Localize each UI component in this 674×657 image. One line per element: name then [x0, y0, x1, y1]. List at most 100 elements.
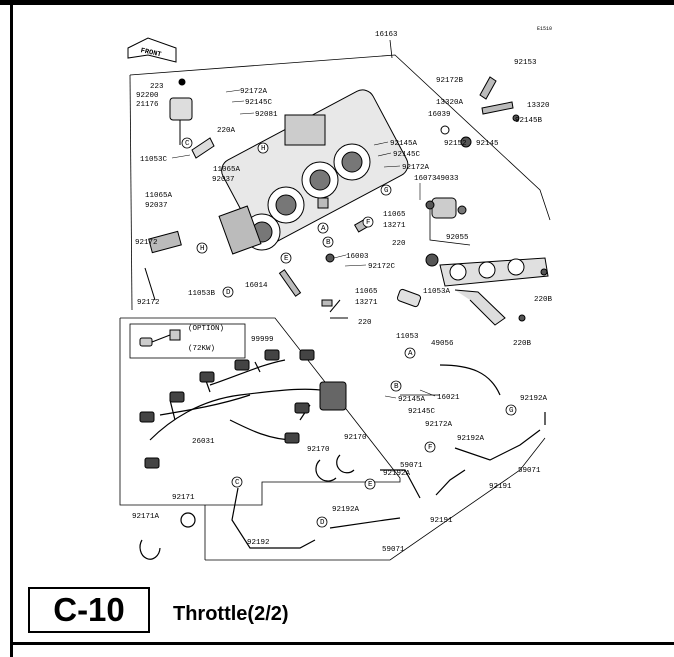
- svg-text:16073: 16073: [414, 175, 437, 183]
- svg-text:92172C: 92172C: [368, 263, 396, 271]
- svg-text:11053C: 11053C: [140, 156, 168, 164]
- svg-text:92170: 92170: [344, 434, 367, 442]
- svg-text:92171A: 92171A: [132, 513, 160, 521]
- svg-text:220A: 220A: [217, 127, 236, 135]
- svg-text:11053A: 11053A: [423, 288, 451, 296]
- svg-text:92172A: 92172A: [402, 164, 430, 172]
- svg-text:92192A: 92192A: [457, 435, 485, 443]
- svg-text:92081: 92081: [255, 111, 278, 119]
- svg-text:16163: 16163: [375, 31, 398, 39]
- svg-text:92192: 92192: [247, 539, 270, 547]
- left-border: [10, 0, 13, 657]
- svg-text:220B: 220B: [534, 296, 553, 304]
- svg-text:92152: 92152: [444, 140, 467, 148]
- svg-text:D: D: [226, 289, 231, 297]
- option-part: [139, 329, 181, 347]
- svg-text:F: F: [428, 444, 433, 452]
- page-title: Throttle(2/2): [173, 603, 289, 625]
- svg-text:92192A: 92192A: [332, 506, 360, 514]
- svg-text:59071: 59071: [400, 462, 423, 470]
- svg-text:59071: 59071: [518, 467, 541, 475]
- svg-text:92145A: 92145A: [390, 140, 418, 148]
- svg-text:92055: 92055: [446, 234, 469, 242]
- svg-text:92037: 92037: [145, 202, 168, 210]
- svg-text:E: E: [368, 481, 373, 489]
- svg-text:A: A: [408, 350, 413, 358]
- section-code: C-10: [53, 591, 125, 628]
- svg-text:223: 223: [150, 83, 164, 91]
- pressure-sensor: [431, 197, 467, 219]
- svg-text:92145C: 92145C: [408, 408, 436, 416]
- figure-id: E1510: [537, 26, 552, 32]
- svg-text:H: H: [261, 145, 266, 153]
- svg-text:(OPTION): (OPTION): [188, 325, 224, 333]
- svg-text:13320: 13320: [527, 102, 550, 110]
- svg-text:92192A: 92192A: [383, 470, 411, 478]
- svg-text:92191: 92191: [489, 483, 512, 491]
- svg-text:13271: 13271: [355, 299, 378, 307]
- svg-text:99999: 99999: [251, 336, 274, 344]
- svg-text:G: G: [509, 407, 514, 415]
- svg-text:92145: 92145: [476, 140, 499, 148]
- top-border: [0, 0, 674, 5]
- svg-text:11065: 11065: [383, 211, 406, 219]
- svg-text:220: 220: [358, 319, 372, 327]
- svg-text:E: E: [284, 255, 289, 263]
- svg-text:D: D: [320, 519, 325, 527]
- svg-text:16014: 16014: [245, 282, 268, 290]
- svg-text:92145A: 92145A: [398, 396, 426, 404]
- bottom-border: [10, 642, 674, 645]
- svg-text:G: G: [384, 187, 389, 195]
- callout-labels: 16163 223 92200 21176 92172A 92145C 9208…: [132, 31, 553, 554]
- svg-text:C: C: [235, 479, 240, 487]
- svg-text:16021: 16021: [437, 394, 460, 402]
- svg-text:(72KW): (72KW): [188, 345, 215, 353]
- svg-text:92200: 92200: [136, 92, 159, 100]
- svg-text:220B: 220B: [513, 340, 532, 348]
- svg-text:92037: 92037: [212, 176, 235, 184]
- small-parts: [144, 76, 548, 322]
- harness-connectors: [139, 349, 347, 469]
- svg-text:11053B: 11053B: [188, 290, 216, 298]
- reference-markers: [181, 137, 517, 528]
- svg-text:92153: 92153: [514, 59, 537, 67]
- leader-lines: [171, 89, 436, 399]
- svg-text:92172A: 92172A: [425, 421, 453, 429]
- svg-text:59071: 59071: [382, 546, 405, 554]
- svg-text:F: F: [366, 219, 371, 227]
- svg-text:49033: 49033: [436, 175, 459, 183]
- svg-text:92170: 92170: [307, 446, 330, 454]
- svg-text:11053: 11053: [396, 333, 419, 341]
- assembly-outline: [119, 39, 551, 561]
- svg-text:92172: 92172: [135, 239, 158, 247]
- svg-text:92145B: 92145B: [515, 117, 543, 125]
- svg-text:B: B: [326, 239, 331, 247]
- fuel-hoses: [231, 364, 546, 549]
- svg-text:13320A: 13320A: [436, 99, 464, 107]
- svg-text:C: C: [185, 140, 190, 148]
- svg-text:92192A: 92192A: [520, 395, 548, 403]
- svg-text:26031: 26031: [192, 438, 215, 446]
- fuel-rail: [396, 257, 549, 326]
- clamps: [139, 454, 355, 560]
- reference-letters: C H A B E F G H D A B G F E D C: [185, 140, 514, 527]
- svg-text:H: H: [200, 245, 205, 253]
- svg-text:92145C: 92145C: [245, 99, 273, 107]
- svg-text:B: B: [394, 383, 399, 391]
- front-arrow: FRONT: [127, 37, 177, 63]
- svg-text:13271: 13271: [383, 222, 406, 230]
- svg-text:11065: 11065: [355, 288, 378, 296]
- exploded-parts-diagram: FRONT E1510: [119, 26, 553, 561]
- section-code-box: C-10: [28, 587, 150, 633]
- svg-text:220: 220: [392, 240, 406, 248]
- svg-text:92145C: 92145C: [393, 151, 421, 159]
- tps-sensor: [169, 78, 215, 159]
- svg-text:11065A: 11065A: [213, 166, 241, 174]
- svg-text:92172B: 92172B: [436, 77, 464, 85]
- svg-text:49056: 49056: [431, 340, 454, 348]
- throttle-body-assembly: [218, 89, 409, 255]
- svg-text:16039: 16039: [428, 111, 451, 119]
- svg-text:11065A: 11065A: [145, 192, 173, 200]
- svg-text:92172A: 92172A: [240, 88, 268, 96]
